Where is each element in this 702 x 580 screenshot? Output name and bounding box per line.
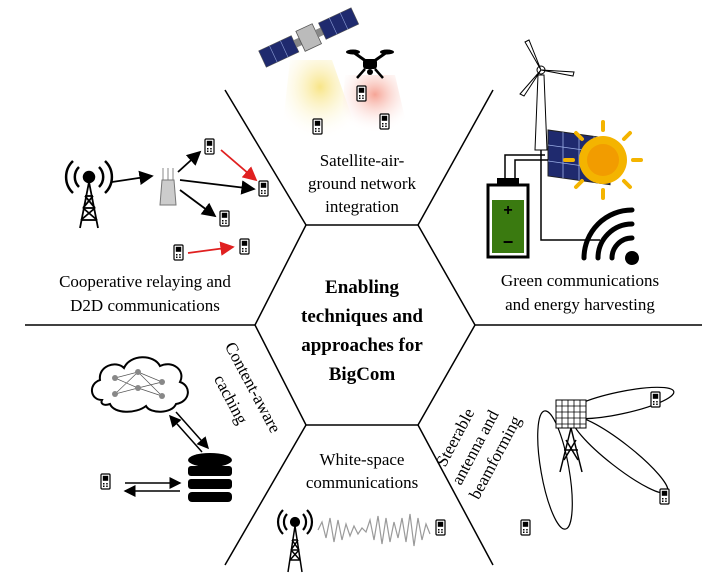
center-title: Enabling techniques and approaches for B… xyxy=(301,277,423,385)
beam-lobes xyxy=(537,386,675,530)
wind-turbine-icon xyxy=(519,39,575,151)
center-line-4: BigCom xyxy=(329,364,396,385)
phone-icon xyxy=(379,113,390,130)
phone-icon xyxy=(435,519,446,536)
svg-text:−: − xyxy=(503,232,514,252)
drone-icon xyxy=(346,49,394,79)
waveform-icon xyxy=(317,513,431,547)
green-label-2: and energy harvesting xyxy=(505,295,655,314)
center-line-3: approaches for xyxy=(301,335,423,356)
cloud-icon xyxy=(91,356,189,413)
battery-icon: + − xyxy=(486,178,530,259)
hexagon-frame xyxy=(25,89,702,566)
satellite-label-2: ground network xyxy=(308,174,417,193)
svg-text:+: + xyxy=(503,202,512,219)
satellite-icon xyxy=(258,7,360,68)
segment-relaying: Cooperative relaying and D2D communicati… xyxy=(59,138,269,315)
whitespace-label-2: communications xyxy=(306,473,418,492)
phone-icon xyxy=(219,210,230,227)
database-icon xyxy=(188,453,232,502)
phone-icon xyxy=(204,138,215,155)
wiring xyxy=(504,150,600,241)
whitespace-label-1: White-space xyxy=(320,450,405,469)
cell-tower-icon xyxy=(276,509,314,573)
phone-icon xyxy=(100,473,111,490)
cell-tower-icon xyxy=(64,160,114,229)
segment-green: + − Green communications and energy harv… xyxy=(486,39,659,314)
phone-icon xyxy=(312,118,323,135)
phone-icon xyxy=(650,391,661,408)
phone-icon xyxy=(520,519,531,536)
array-antenna-icon xyxy=(555,399,587,473)
segment-whitespace: White-space communications xyxy=(276,450,446,573)
phone-icon xyxy=(239,238,250,255)
satellite-label-3: integration xyxy=(325,197,399,216)
phone-icon xyxy=(659,488,670,505)
phone-icon xyxy=(173,244,184,261)
segment-steerable: Steerable antenna and beamforming xyxy=(432,386,675,536)
relaying-label-1: Cooperative relaying and xyxy=(59,272,231,291)
relay-antenna-icon xyxy=(159,168,177,206)
segment-satellite: Satellite-air- ground network integratio… xyxy=(258,7,417,216)
phone-icon xyxy=(258,180,269,197)
green-label-1: Green communications xyxy=(501,271,659,290)
segment-caching: Content-aware caching xyxy=(91,339,285,502)
satellite-label-1: Satellite-air- xyxy=(320,151,405,170)
wireless-charging-icon xyxy=(581,207,639,265)
sun-icon xyxy=(563,120,643,200)
relaying-label-2: D2D communications xyxy=(70,296,220,315)
center-line-2: techniques and xyxy=(301,306,423,327)
center-line-1: Enabling xyxy=(325,277,399,298)
phone-icon xyxy=(356,85,367,102)
